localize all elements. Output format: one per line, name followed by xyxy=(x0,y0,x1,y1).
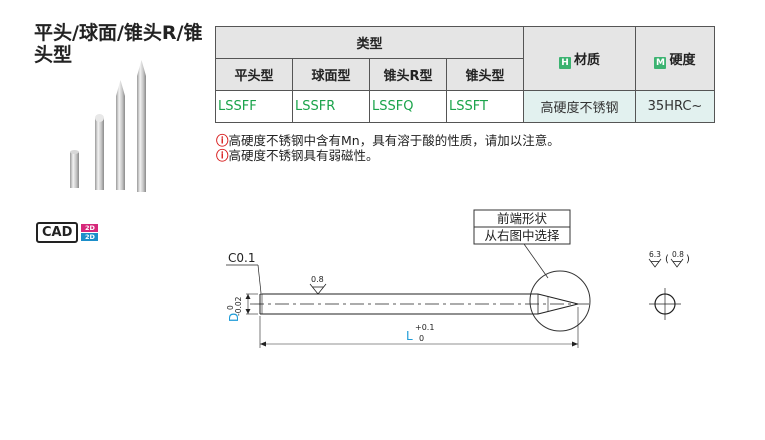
roughness-alt-symbol xyxy=(670,258,684,268)
l-tolerance-upper: +0.1 xyxy=(415,323,434,332)
material-badge: H xyxy=(558,56,571,69)
cad-2d-badge-bottom: 2D xyxy=(81,233,99,241)
roughness-general-value: 6.3 xyxy=(649,250,661,259)
col-ball: 球面型 xyxy=(292,58,370,91)
code-lssfq[interactable]: LSSFQ xyxy=(369,90,447,123)
hardness-value: 35HRC~ xyxy=(635,90,715,123)
d-dimension-label: D xyxy=(227,313,241,322)
tip-callout-line2: 从右图中选择 xyxy=(484,228,560,243)
code-lssft[interactable]: LSSFT xyxy=(446,90,524,123)
roughness-general-alt-value: 0.8 xyxy=(672,250,684,259)
material-value: 高硬度不锈钢 xyxy=(523,90,636,123)
svg-text:(: ( xyxy=(665,254,669,265)
d-tolerance-upper: 0 xyxy=(226,305,235,310)
l-dimension-label: L xyxy=(406,329,413,343)
notes: ⓘ高硬度不锈钢中含有Mn，具有溶于酸的性质，请加以注意。 ⓘ高硬度不锈钢具有弱磁… xyxy=(216,133,560,163)
product-pins-image xyxy=(70,60,146,192)
hardness-badge: M xyxy=(654,56,667,69)
svg-text:): ) xyxy=(686,254,690,265)
pin-cone-r xyxy=(116,80,125,190)
col-flat: 平头型 xyxy=(215,58,293,91)
tip-callout-line1: 前端形状 xyxy=(497,211,548,226)
cad-2d-badge-top: 2D xyxy=(81,224,99,232)
chamfer-label: C0.1 xyxy=(228,251,255,265)
page-title: 平头/球面/锥头R/锥头型 xyxy=(34,22,203,66)
warning-icon: ⓘ xyxy=(216,133,229,148)
d-tolerance-lower: -0.02 xyxy=(234,296,243,316)
cad-badge[interactable]: CAD 2D 2D xyxy=(36,222,99,243)
code-lssfr[interactable]: LSSFR xyxy=(292,90,370,123)
l-tolerance-lower: 0 xyxy=(419,334,424,343)
col-cone: 锥头型 xyxy=(446,58,524,91)
note-item: ⓘ高硬度不锈钢具有弱磁性。 xyxy=(216,148,379,163)
warning-icon: ⓘ xyxy=(216,148,229,163)
roughness-symbol xyxy=(309,283,327,295)
note-item: ⓘ高硬度不锈钢中含有Mn，具有溶于酸的性质，请加以注意。 xyxy=(216,133,560,148)
pin-cone xyxy=(137,60,146,192)
pin-ball xyxy=(95,114,104,190)
cad-label: CAD xyxy=(36,222,79,243)
col-cone-r: 锥头R型 xyxy=(369,58,447,91)
pin-flat xyxy=(70,150,79,188)
code-lssff[interactable]: LSSFF xyxy=(215,90,293,123)
roughness-local-value: 0.8 xyxy=(311,275,324,284)
roughness-general-symbol xyxy=(648,258,662,268)
